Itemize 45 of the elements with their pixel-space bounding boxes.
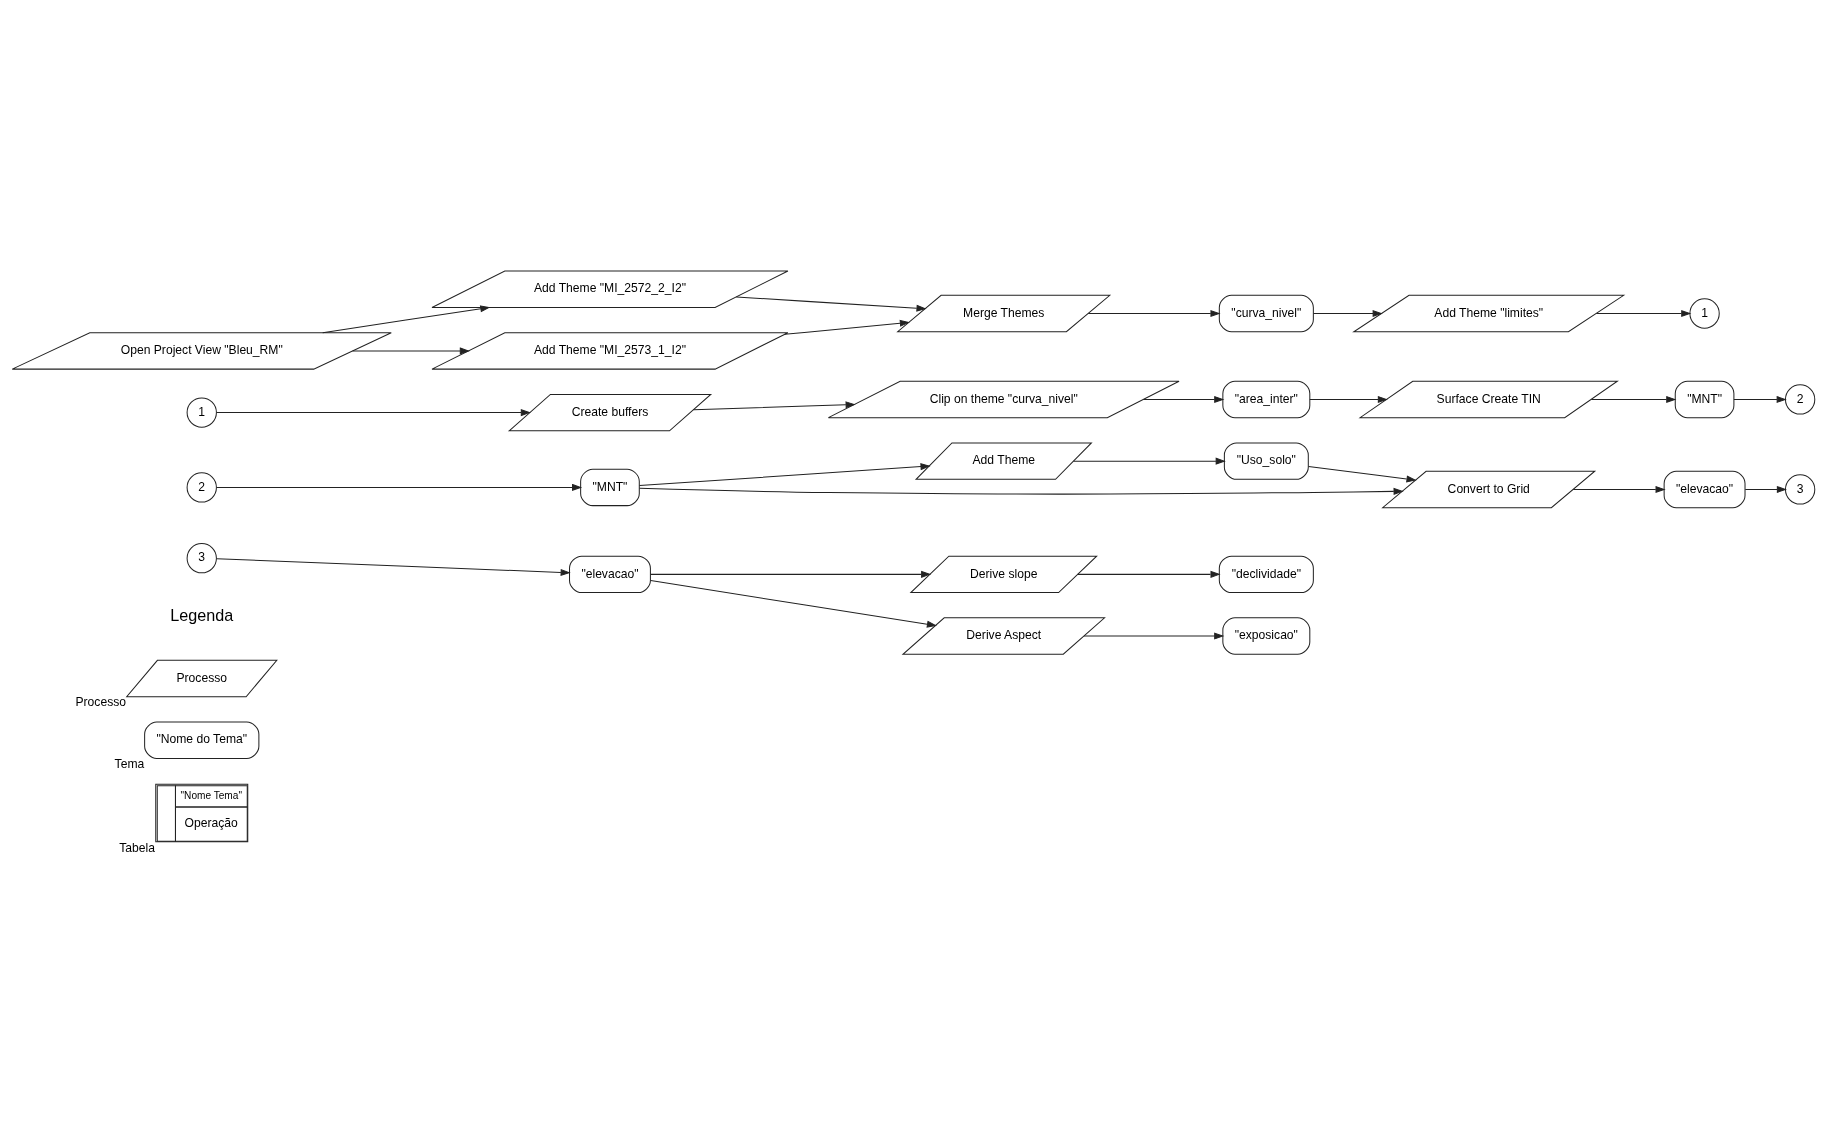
- arrow: [650, 579, 937, 628]
- arrow: [735, 296, 927, 312]
- node-circle: 2: [1784, 383, 1816, 415]
- node-box: "MNT": [1674, 380, 1735, 418]
- node-box: "curva_nivel": [1218, 294, 1314, 332]
- arrow: [1073, 457, 1226, 465]
- node-label: Tabela: [119, 840, 155, 855]
- arrow: [1077, 570, 1221, 578]
- arrow: [322, 304, 491, 333]
- node-circle: 1: [1689, 297, 1720, 329]
- arrow: [638, 462, 931, 486]
- arrow: [1087, 309, 1221, 317]
- arrow: [1308, 465, 1417, 483]
- node-circle: 3: [186, 542, 217, 573]
- arrow: [1590, 395, 1677, 403]
- node-box: "elevacao": [569, 555, 651, 593]
- arrow: [1083, 632, 1225, 640]
- node-box: "elevacao": [1663, 470, 1746, 508]
- arrow: [216, 557, 571, 576]
- arrow: [1572, 485, 1666, 493]
- arrow: [650, 570, 932, 578]
- node-circle: 3: [1784, 473, 1816, 505]
- node-box: "Nome do Tema": [144, 721, 260, 759]
- node-box: "MNT": [580, 468, 640, 506]
- arrow: [1595, 309, 1692, 317]
- node-label: Tema: [114, 756, 145, 771]
- node-circle: 2: [186, 471, 217, 503]
- label: Legenda: [170, 605, 234, 624]
- node-label: Processo: [75, 694, 127, 709]
- arrow: [216, 483, 583, 491]
- arrow: [784, 319, 910, 335]
- node-box: "declividade": [1218, 555, 1314, 593]
- arrow: [639, 487, 1404, 495]
- node-circle: 1: [186, 396, 217, 428]
- arrow: [1309, 395, 1388, 403]
- arrow: [1733, 395, 1787, 403]
- arrow: [1744, 485, 1787, 493]
- node-box: "Uso_solo": [1223, 441, 1309, 480]
- arrow: [1313, 309, 1383, 317]
- node-box: "area_inter": [1222, 380, 1311, 418]
- node-box: "exposicao": [1222, 616, 1311, 655]
- arrow: [216, 408, 531, 416]
- arrow: [1142, 395, 1225, 403]
- arrow: [693, 400, 856, 410]
- arrow: [352, 346, 470, 354]
